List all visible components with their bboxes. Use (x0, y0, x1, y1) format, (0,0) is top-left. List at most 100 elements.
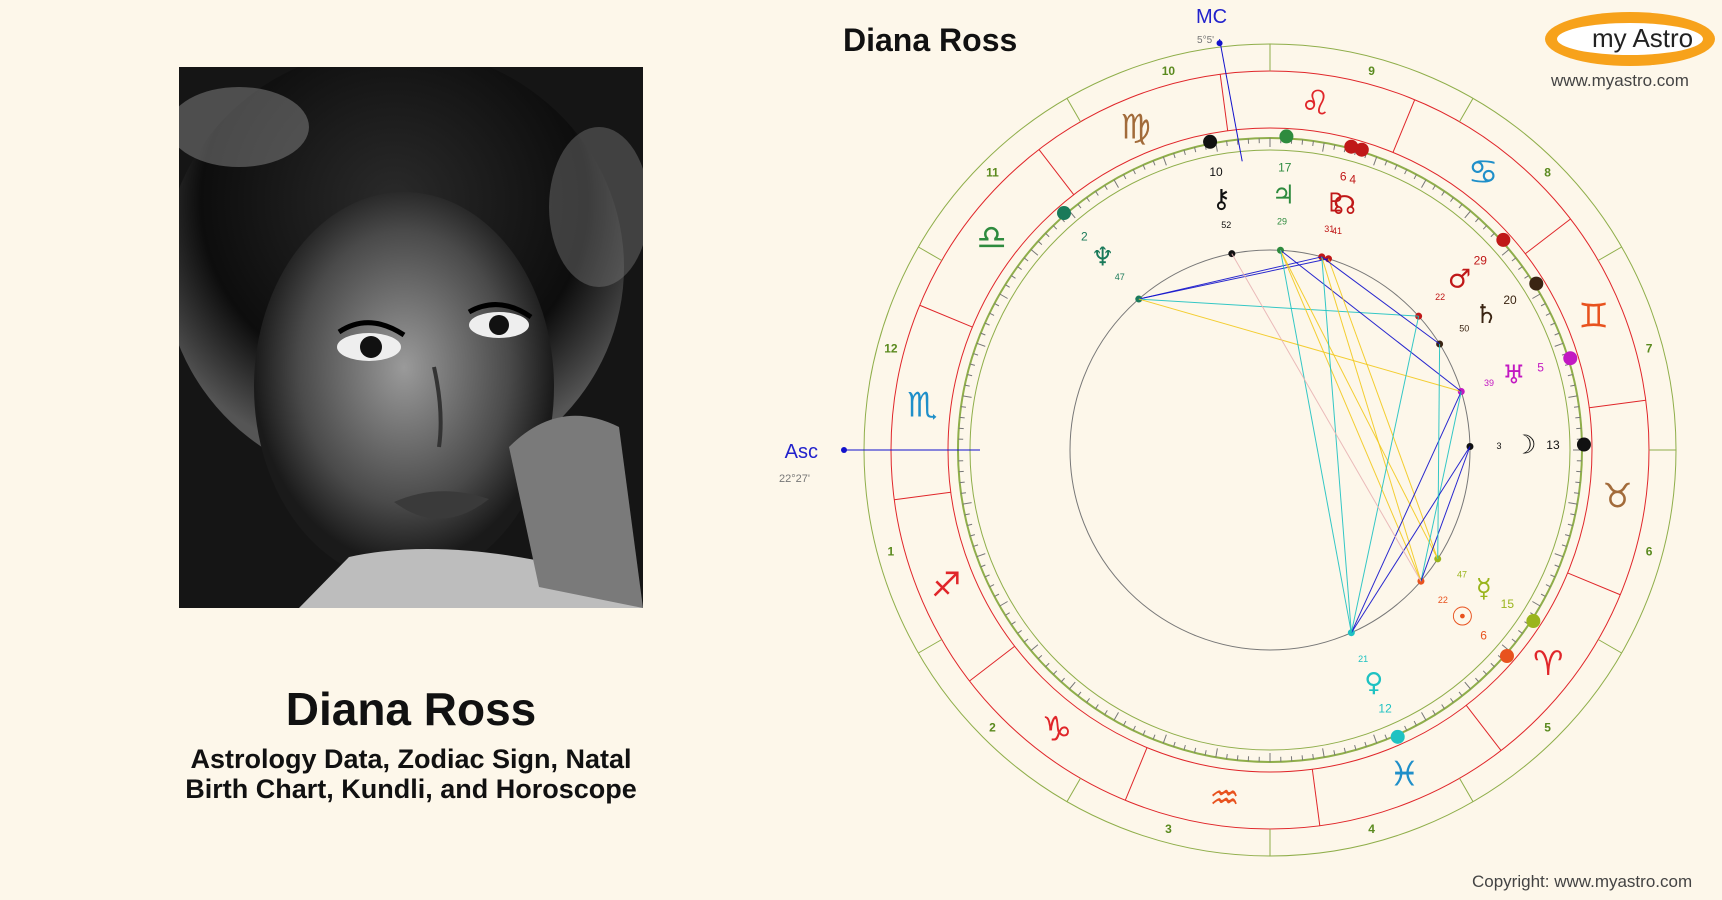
degree-tick (1017, 630, 1022, 634)
brand-logo[interactable]: my Astro (1545, 12, 1715, 66)
degree-tick (994, 593, 1000, 597)
saturn-degree: 20 (1503, 293, 1517, 307)
sign-divider (1038, 149, 1075, 196)
degree-tick (1432, 185, 1436, 190)
house-cusp-line (918, 246, 943, 261)
moon-minutes: 3 (1496, 441, 1501, 451)
capricorn-sign-glyph: ♑ (1042, 709, 1072, 749)
mercury-minutes: 47 (1457, 570, 1467, 580)
house-cusp-line (918, 639, 943, 654)
degree-band-inner (969, 149, 1571, 751)
degree-tick (973, 353, 979, 356)
house-cusp-line (1459, 777, 1474, 802)
degree-tick (1482, 670, 1488, 675)
scorpio-sign-glyph: ♏ (907, 386, 937, 426)
degree-tick (1568, 395, 1578, 398)
aquarius-sign-glyph: ♒ (1209, 779, 1239, 819)
degree-tick (1104, 185, 1108, 190)
degree-tick (1045, 662, 1050, 668)
saturn-icon: ♄ (1475, 300, 1498, 330)
degree-tick (1312, 140, 1314, 147)
degree-tick (959, 481, 965, 484)
degree-tick (1123, 720, 1127, 726)
asc-label: Asc (785, 441, 818, 463)
uranus-degree: 5 (1537, 360, 1544, 374)
degree-tick (1568, 502, 1578, 505)
degree-tick (1475, 217, 1480, 223)
moon-degree: 13 (1546, 438, 1560, 452)
house-number-label: 12 (884, 341, 898, 355)
degree-tick (980, 332, 986, 336)
degree-tick (1550, 574, 1556, 578)
pisces-sign-glyph: ♓ (1389, 755, 1419, 795)
taurus-sign-glyph: ♉ (1602, 476, 1632, 516)
degree-tick (1524, 275, 1529, 279)
degree-tick (1567, 374, 1573, 377)
degree-tick (1404, 725, 1408, 731)
house-number-label: 3 (1165, 822, 1172, 836)
degree-tick (1464, 681, 1471, 690)
house-number-label: 2 (989, 721, 996, 735)
neptune-minutes: 47 (1115, 272, 1125, 282)
jupiter-icon: ♃ (1272, 180, 1295, 210)
degree-tick (1037, 240, 1043, 245)
sign-divider (919, 304, 973, 328)
degree-tick (1413, 174, 1417, 180)
sign-divider (1392, 99, 1416, 153)
degree-tick (1490, 232, 1495, 238)
degree-tick (980, 564, 986, 568)
degree-tick (1142, 730, 1146, 736)
house-number-label: 7 (1646, 341, 1653, 355)
degree-tick (999, 293, 1008, 299)
degree-tick (1123, 174, 1127, 180)
asc-marker (841, 447, 847, 453)
sign-divider (1311, 769, 1321, 826)
degree-tick (1458, 691, 1463, 697)
aspect-line (1437, 344, 1441, 559)
mercury-icon: ☿ (1476, 574, 1492, 604)
degree-tick (962, 395, 972, 398)
saturn-minutes: 50 (1459, 324, 1469, 334)
house-number-label: 1 (888, 545, 895, 559)
mc-axis-line (1219, 38, 1243, 162)
degree-tick (1364, 741, 1367, 747)
degree-tick (1077, 203, 1082, 209)
moon-marker (1576, 437, 1591, 452)
sign-divider (1524, 218, 1571, 255)
house-number-label: 8 (1544, 165, 1551, 179)
uranus-marker (1563, 351, 1578, 366)
degree-tick (989, 312, 995, 316)
degree-tick (1532, 293, 1541, 299)
degree-tick (1421, 179, 1427, 188)
degree-tick (976, 342, 986, 347)
aspect-line (1350, 446, 1471, 633)
degree-tick (1567, 523, 1573, 526)
degree-tick (1554, 342, 1564, 347)
house-number-label: 11 (986, 165, 999, 179)
degree-tick (1564, 534, 1571, 537)
aspect-line (1138, 256, 1322, 300)
degree-tick (1573, 492, 1580, 494)
degree-tick (1017, 266, 1022, 270)
degree-tick (1162, 734, 1167, 744)
house-number-label: 4 (1368, 822, 1375, 836)
brand-url[interactable]: www.myastro.com (1551, 71, 1689, 90)
degree-tick (1052, 670, 1058, 675)
degree-tick (1030, 644, 1039, 651)
degree-tick (1301, 755, 1304, 761)
aspect-line (1280, 250, 1439, 560)
jupiter-marker (1279, 129, 1294, 144)
degree-tick (1550, 322, 1556, 326)
sign-divider (1465, 704, 1502, 751)
house-cusp-line (1459, 98, 1474, 123)
degree-tick (976, 553, 986, 558)
house-cusp-line (1066, 98, 1081, 123)
degree-tick (1540, 303, 1546, 307)
degree-tick (1404, 169, 1408, 175)
jupiter-minutes: 29 (1277, 216, 1287, 226)
degree-tick (1441, 704, 1445, 709)
degree-tick (1490, 662, 1495, 668)
chiron-marker (1203, 134, 1218, 149)
chiron-icon: ⚷ (1212, 185, 1231, 215)
degree-tick (1236, 755, 1239, 761)
